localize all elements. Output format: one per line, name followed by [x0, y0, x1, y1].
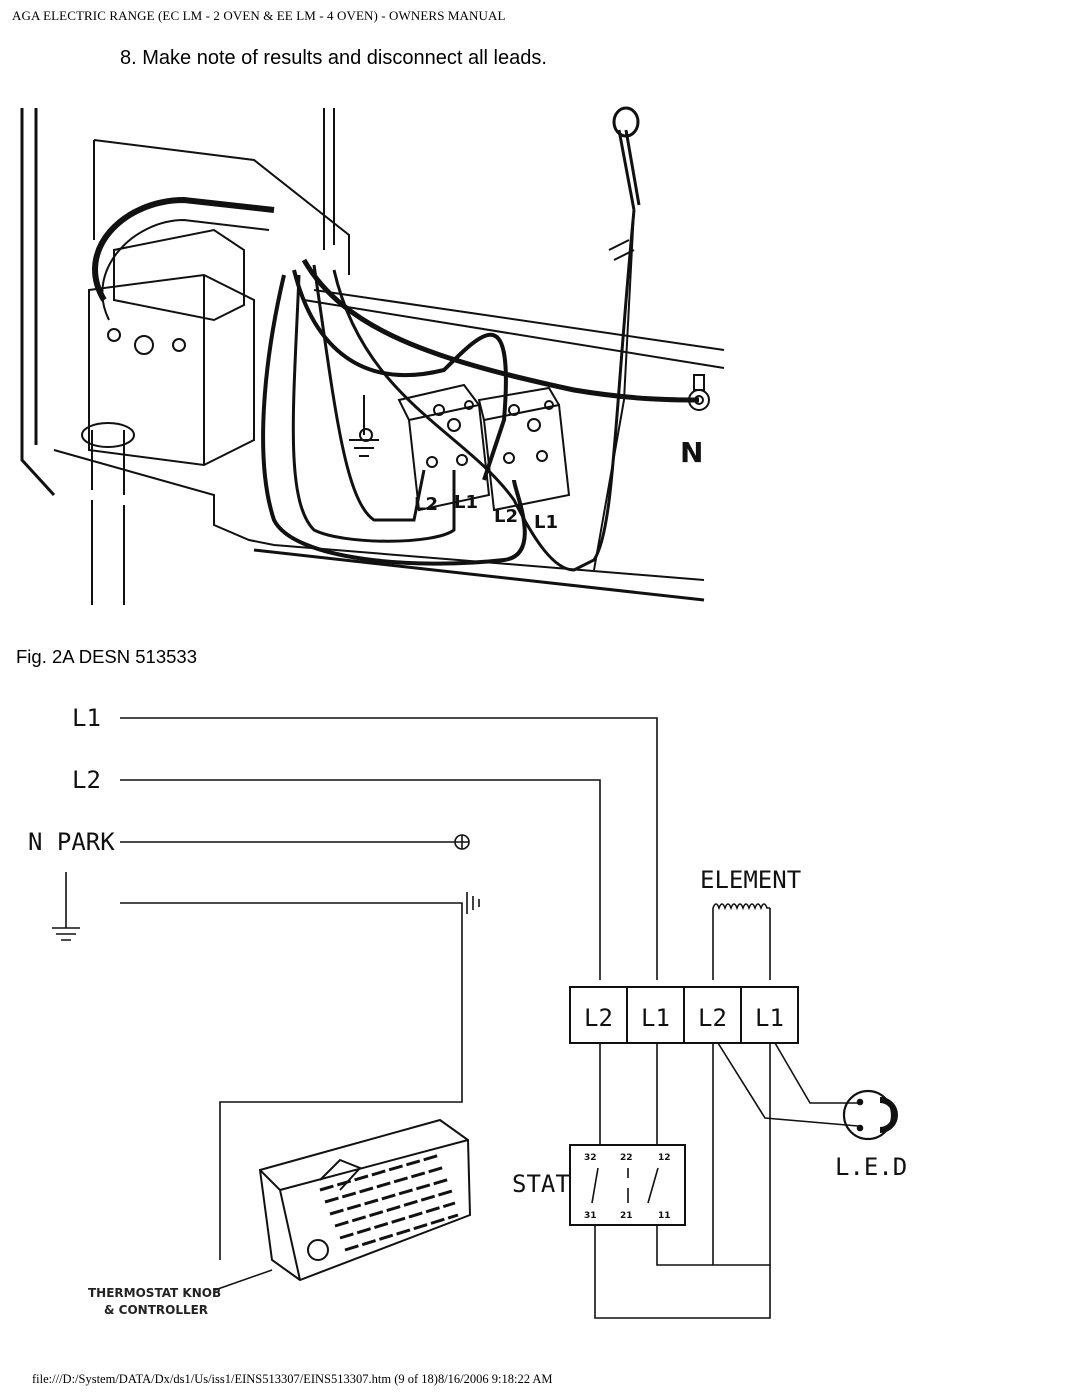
stat-pin-32: 32 — [584, 1153, 597, 1163]
wiring-illustration: N L2 L1 L2 L1 — [20, 106, 725, 605]
stat-label: STAT — [512, 1170, 570, 1198]
instruction-step: 8. Make note of results and disconnect a… — [120, 47, 547, 69]
neutral-label: N — [680, 436, 703, 469]
terminal-label-4: L1 — [755, 1004, 784, 1032]
page-header: AGA ELECTRIC RANGE (EC LM - 2 OVEN & EE … — [12, 8, 506, 23]
stat-pin-11: 11 — [658, 1211, 671, 1221]
led-label: L.E.D — [835, 1153, 907, 1181]
stat-pin-12: 12 — [658, 1153, 671, 1163]
terminal-label-2: L1 — [641, 1004, 670, 1032]
stat-pin-22: 22 — [620, 1153, 633, 1163]
element-label: ELEMENT — [700, 866, 801, 894]
terminal1-l2-label: L2 — [414, 494, 438, 515]
page-footer-path: file:///D:/System/DATA/Dx/ds1/Us/iss1/EI… — [32, 1372, 553, 1386]
wiring-schematic: L1 L2 N PARK ELEMENT L2 L1 L2 L1 STAT L.… — [28, 704, 907, 1319]
figure-caption: Fig. 2A DESN 513533 — [16, 646, 197, 667]
terminal2-l1-label: L1 — [534, 512, 558, 533]
terminal-label-3: L2 — [698, 1004, 727, 1032]
supply-l2-label: L2 — [72, 766, 101, 794]
stat-pin-21: 21 — [620, 1211, 633, 1221]
terminal-label-1: L2 — [584, 1004, 613, 1032]
supply-l1-label: L1 — [72, 704, 101, 732]
controller-label-line1: THERMOSTAT KNOB — [88, 1286, 221, 1300]
terminal1-l1-label: L1 — [454, 492, 478, 513]
neutral-park-label: N PARK — [28, 828, 115, 856]
controller-label-line2: & CONTROLLER — [104, 1303, 208, 1317]
stat-pin-31: 31 — [584, 1211, 597, 1221]
terminal2-l2-label: L2 — [494, 506, 518, 527]
